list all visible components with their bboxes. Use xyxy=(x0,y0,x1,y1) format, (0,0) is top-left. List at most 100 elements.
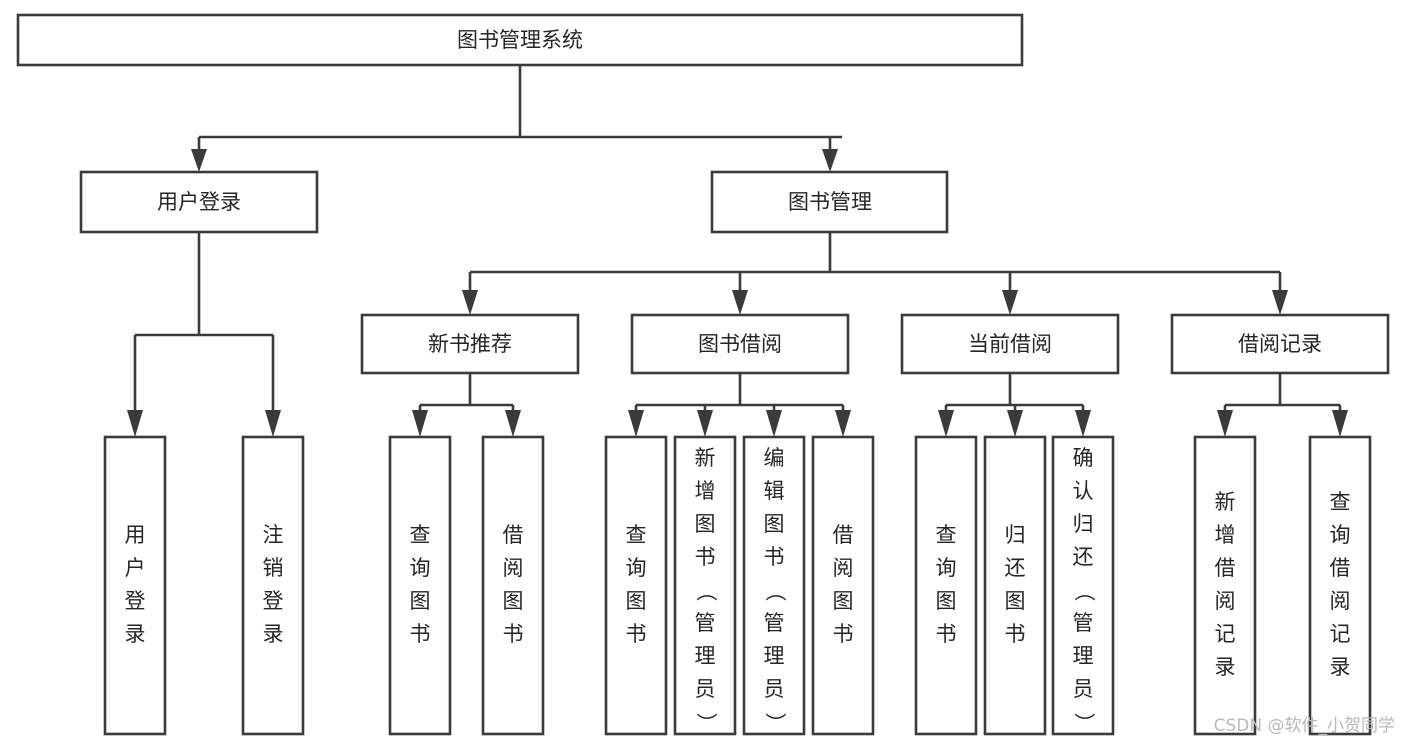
leaf-label-char: 新 xyxy=(1215,490,1236,514)
node-book-manage[interactable]: 图书管理 xyxy=(710,170,949,234)
arrow-head-leaf-query-book-3 xyxy=(938,410,954,437)
arrow-head-leaf-query-book-1 xyxy=(412,410,428,437)
leaf-label-char: （ xyxy=(763,581,787,602)
leaf-label-char: 销 xyxy=(263,556,284,580)
node-new-book-rec-box[interactable] xyxy=(360,313,580,375)
node-borrow-record-box[interactable] xyxy=(1170,313,1390,375)
leaf-label-char: 户 xyxy=(125,556,146,580)
node-leaf-query-book-1-box[interactable] xyxy=(388,435,452,736)
arrow-head-leaf-edit-book xyxy=(766,410,782,437)
node-leaf-user-login-box[interactable] xyxy=(103,435,167,736)
leaf-label-char: 确 xyxy=(1073,446,1094,470)
node-leaf-user-login-label: 用户登录 xyxy=(125,523,146,646)
node-book-manage-label: 图书管理 xyxy=(788,190,872,214)
leaf-label-char: 管 xyxy=(1073,611,1094,635)
node-user-login-box[interactable] xyxy=(79,170,319,234)
leaf-label-char: （ xyxy=(1072,581,1096,602)
node-borrow-record[interactable]: 借阅记录 xyxy=(1170,313,1390,375)
leaf-label-char: 阅 xyxy=(1215,589,1236,613)
node-current-borrow-box[interactable] xyxy=(900,313,1120,375)
node-root-box[interactable] xyxy=(16,13,1024,67)
leaf-label-char: 图 xyxy=(410,589,431,613)
node-leaf-query-record-box[interactable] xyxy=(1308,435,1372,736)
node-user-login-label: 用户登录 xyxy=(157,190,241,214)
leaf-label-char: 新 xyxy=(695,446,716,470)
leaf-label-char: 还 xyxy=(1073,545,1094,569)
node-leaf-confirm-return-box[interactable] xyxy=(1051,435,1115,736)
leaf-label-char: 询 xyxy=(410,556,431,580)
leaf-label-char: 阅 xyxy=(503,556,524,580)
leaf-label-char: 登 xyxy=(125,589,146,613)
leaf-label-char: 图 xyxy=(936,589,957,613)
arrow-head-leaf-borrow-book-1 xyxy=(505,410,521,437)
node-root[interactable]: 图书管理系统 xyxy=(16,13,1024,67)
leaf-label-char: 理 xyxy=(695,644,716,668)
leaf-label-char: 查 xyxy=(410,523,431,547)
arrow-head-leaf-return-book xyxy=(1007,410,1023,437)
leaf-label-char: 借 xyxy=(833,523,854,547)
leaf-label-char: 书 xyxy=(503,622,524,646)
leaf-label-char: 用 xyxy=(125,523,146,547)
leaf-label-char: 归 xyxy=(1005,523,1026,547)
node-book-borrow-box[interactable] xyxy=(630,313,850,375)
arrow-head-borrow-record xyxy=(1272,290,1288,315)
node-new-book-rec[interactable]: 新书推荐 xyxy=(360,313,580,375)
node-current-borrow[interactable]: 当前借阅 xyxy=(900,313,1120,375)
leaf-label-char: 书 xyxy=(1005,622,1026,646)
node-user-login[interactable]: 用户登录 xyxy=(79,170,319,234)
node-leaf-borrow-book-1-box[interactable] xyxy=(481,435,545,736)
node-leaf-user-login[interactable]: 用户登录 xyxy=(103,435,167,736)
leaf-label-char: 管 xyxy=(764,611,785,635)
arrow-head-user-login xyxy=(191,149,207,172)
node-book-manage-box[interactable] xyxy=(710,170,949,234)
node-leaf-add-record-box[interactable] xyxy=(1193,435,1257,736)
leaf-label-char: 书 xyxy=(410,622,431,646)
arrow-head-new-book-rec xyxy=(462,290,478,315)
leaf-label-char: 编 xyxy=(764,446,785,470)
leaf-label-char: 录 xyxy=(1215,655,1236,679)
leaf-label-char: 录 xyxy=(263,622,284,646)
arrow-head-leaf-query-book-2 xyxy=(628,410,644,437)
leaf-label-char: 理 xyxy=(1073,644,1094,668)
leaf-label-char: 书 xyxy=(695,545,716,569)
leaf-label-char: ） xyxy=(763,713,787,734)
node-leaf-borrow-book-2-box[interactable] xyxy=(811,435,875,736)
node-leaf-query-book-3-box[interactable] xyxy=(914,435,978,736)
arrow-head-leaf-borrow-book-2 xyxy=(835,410,851,437)
leaf-label-char: 查 xyxy=(936,523,957,547)
arrow-head-leaf-confirm-return xyxy=(1075,410,1091,437)
leaf-label-char: 管 xyxy=(695,611,716,635)
leaf-label-char: 辑 xyxy=(764,479,785,503)
leaf-label-char: 还 xyxy=(1005,556,1026,580)
leaf-label-char: 书 xyxy=(936,622,957,646)
arrow-head-leaf-logout xyxy=(265,410,281,437)
node-leaf-edit-book-box[interactable] xyxy=(742,435,806,736)
leaf-label-char: 注 xyxy=(263,523,284,547)
node-leaf-logout-box[interactable] xyxy=(241,435,305,736)
leaf-label-char: （ xyxy=(694,581,718,602)
node-book-borrow[interactable]: 图书借阅 xyxy=(630,313,850,375)
node-leaf-add-book-box[interactable] xyxy=(673,435,737,736)
node-leaf-query-book-2-box[interactable] xyxy=(604,435,668,736)
node-current-borrow-label: 当前借阅 xyxy=(968,332,1052,356)
node-leaf-return-book-box[interactable] xyxy=(983,435,1047,736)
leaf-label-char: 借 xyxy=(1330,556,1351,580)
leaf-label-char: 录 xyxy=(125,622,146,646)
